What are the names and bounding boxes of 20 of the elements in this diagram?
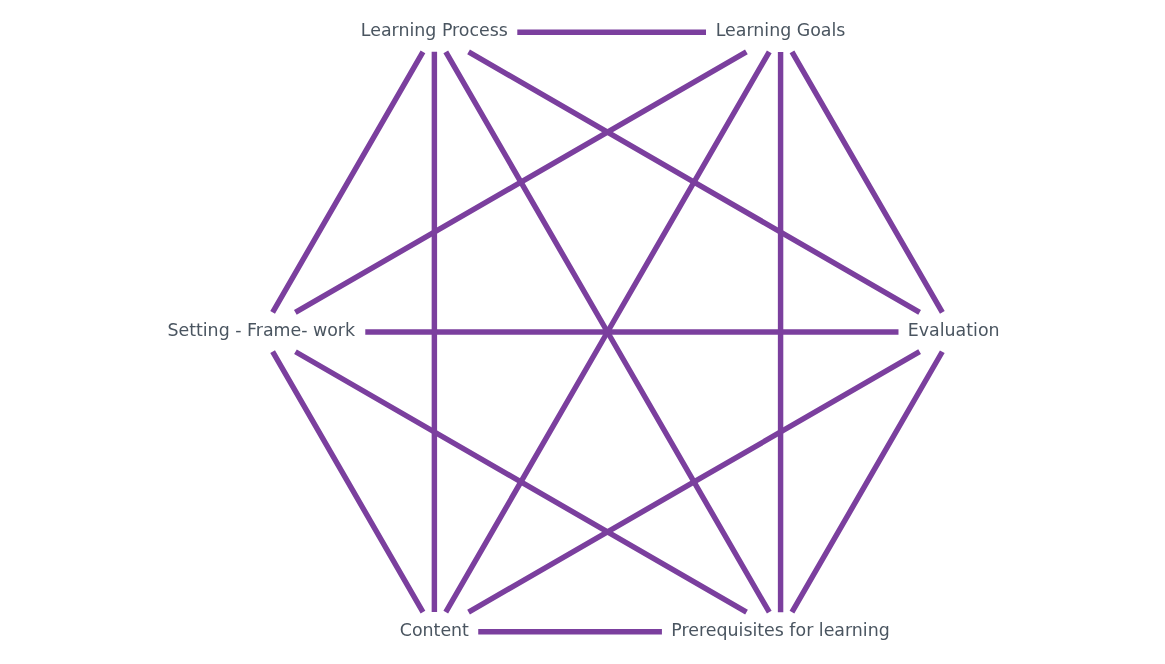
node-text: Learning Goals [715,20,845,41]
connector [789,350,945,614]
connector [789,50,945,314]
node-text: Setting - Frame- work [166,320,355,341]
connector [442,50,772,614]
connector [466,49,921,315]
node-text: Evaluation [907,320,1000,341]
connector [269,50,425,314]
node-text: Prerequisites for learning [670,619,890,640]
connector [431,51,437,613]
connector [269,350,425,614]
node-text: Learning Process [360,20,508,41]
connector [477,629,662,635]
connector [777,51,783,613]
connector [516,29,706,35]
connector [293,49,748,315]
node-text: Content [399,619,469,640]
connector [364,329,898,335]
connector [466,349,921,615]
connector [293,349,748,615]
